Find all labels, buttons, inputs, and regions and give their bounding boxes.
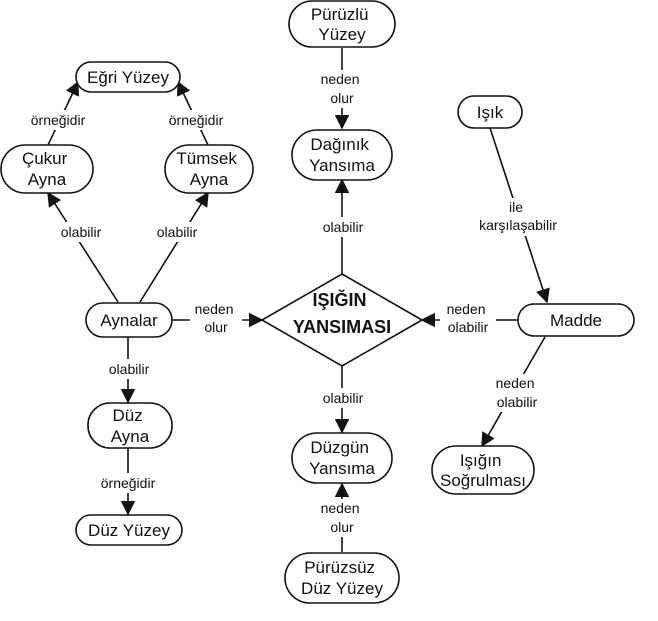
node-cukur-ayna-label: Çukur Ayna bbox=[22, 149, 72, 189]
node-duzgun-yansima-box bbox=[291, 432, 393, 484]
node-madde-box bbox=[517, 303, 635, 337]
node-tumsek-ayna-label: Tümsek Ayna bbox=[176, 149, 241, 189]
node-aynalar-box bbox=[85, 302, 173, 338]
center-node: IŞIĞIN YANSIMASI bbox=[260, 273, 424, 367]
edge-label-bg bbox=[314, 70, 370, 108]
edge-label-bg bbox=[52, 222, 110, 242]
node-aynalar-label: Aynalar bbox=[100, 311, 158, 330]
edge-label-bg bbox=[472, 198, 568, 236]
node-duz-yuzey: Düz Yüzey bbox=[75, 514, 183, 546]
edge-label-cukur-egri: örneğidir bbox=[31, 112, 86, 128]
edge-label-center-duzgun: olabilir bbox=[323, 390, 364, 406]
edge-label-backgrounds bbox=[22, 70, 568, 537]
node-isik: Işık bbox=[457, 95, 523, 129]
node-puruzsuz-duz-yuzey-label: Pürüzsüz Düz Yüzey bbox=[301, 558, 383, 598]
edge-label-tumsek-egri: örneğidir bbox=[169, 112, 224, 128]
edge-label-puruzlu-daginik: neden olur bbox=[321, 71, 364, 106]
center-label: IŞIĞIN YANSIMASI bbox=[293, 289, 391, 337]
node-madde-label: Madde bbox=[550, 311, 602, 330]
node-duzgun-yansima: Düzgün Yansıma bbox=[291, 432, 393, 484]
node-puruzsuz-duz-yuzey: Pürüzsüz Düz Yüzey bbox=[284, 552, 400, 604]
node-madde: Madde bbox=[517, 303, 635, 337]
node-daginik-yansima-label: Dağınık Yansıma bbox=[309, 135, 375, 175]
edge-label-center-daginik: olabilir bbox=[323, 219, 364, 235]
node-aynalar: Aynalar bbox=[85, 302, 173, 338]
nodes: Pürüzlü Yüzey Eğri Yüzey Işık Çukur Ayna bbox=[0, 0, 635, 604]
node-duz-ayna: Düz Ayna bbox=[87, 402, 173, 449]
edge-label-madde-center: neden olabilir bbox=[447, 301, 490, 335]
edge-line-aynalar-tumsek bbox=[139, 191, 209, 303]
node-isik-box bbox=[457, 95, 523, 129]
node-egri-yuzey-box bbox=[75, 61, 181, 93]
node-puruzlu-yuzey-label: Pürüzlü Yüzey bbox=[311, 5, 373, 44]
edge-label-bg bbox=[100, 359, 158, 379]
edge-label-bg bbox=[22, 110, 94, 130]
edge-label-bg bbox=[314, 217, 372, 237]
edge-label-bg bbox=[316, 499, 368, 537]
node-cukur-ayna-box bbox=[0, 144, 94, 194]
node-duz-yuzey-label: Düz Yüzey bbox=[88, 521, 170, 540]
node-duzgun-yansima-label: Düzgün Yansıma bbox=[309, 438, 375, 478]
edge-label-puruzsuz-duzgun: neden olur bbox=[321, 500, 364, 535]
node-duz-yuzey-box bbox=[75, 514, 183, 546]
node-isigin-sogrulmasi-label: Işığın Soğrulması bbox=[440, 451, 526, 490]
node-puruzsuz-duz-yuzey-box bbox=[284, 552, 400, 604]
edge-label-isik-madde: ile karşılaşabilir bbox=[479, 199, 557, 233]
edge-line-aynalar-cukur bbox=[47, 191, 119, 303]
edge-label-aynalar-center: neden olur bbox=[195, 301, 238, 335]
edge-label-bg bbox=[488, 374, 546, 412]
edge-labels: neden olur örneğidir örneğidir olabilir … bbox=[31, 71, 557, 535]
node-isigin-sogrulmasi: Işığın Soğrulması bbox=[431, 445, 535, 495]
edge-label-madde-sogrulma: neden olabilir bbox=[496, 375, 539, 410]
edge-label-bg bbox=[160, 110, 232, 130]
node-isik-label: Işık bbox=[477, 103, 504, 122]
node-cukur-ayna: Çukur Ayna bbox=[0, 144, 94, 194]
edge-label-aynalar-cukur: olabilir bbox=[61, 224, 102, 240]
node-duz-ayna-box bbox=[87, 402, 173, 449]
edge-label-duzayna-duzyuzey: örneğidir bbox=[101, 475, 156, 491]
edge-label-bg bbox=[314, 388, 372, 408]
edge-label-aynalar-tumsek: olabilir bbox=[157, 224, 198, 240]
node-duz-ayna-label: Düz Ayna bbox=[111, 406, 150, 446]
node-isigin-sogrulmasi-box bbox=[431, 445, 535, 495]
node-daginik-yansima: Dağınık Yansıma bbox=[291, 129, 393, 181]
edge-label-bg bbox=[190, 300, 242, 338]
node-tumsek-ayna-box bbox=[164, 144, 254, 194]
edge-label-bg bbox=[440, 300, 496, 338]
center-diamond bbox=[260, 273, 424, 367]
node-puruzlu-yuzey: Pürüzlü Yüzey bbox=[288, 0, 396, 48]
node-daginik-yansima-box bbox=[291, 129, 393, 181]
node-egri-yuzey-label: Eğri Yüzey bbox=[87, 68, 169, 87]
node-puruzlu-yuzey-box bbox=[288, 0, 396, 48]
edge-label-bg bbox=[148, 222, 206, 242]
edge-label-bg bbox=[91, 473, 165, 493]
edge-label-aynalar-duzayna: olabilir bbox=[109, 361, 150, 377]
node-tumsek-ayna: Tümsek Ayna bbox=[164, 144, 254, 194]
node-egri-yuzey: Eğri Yüzey bbox=[75, 61, 181, 93]
